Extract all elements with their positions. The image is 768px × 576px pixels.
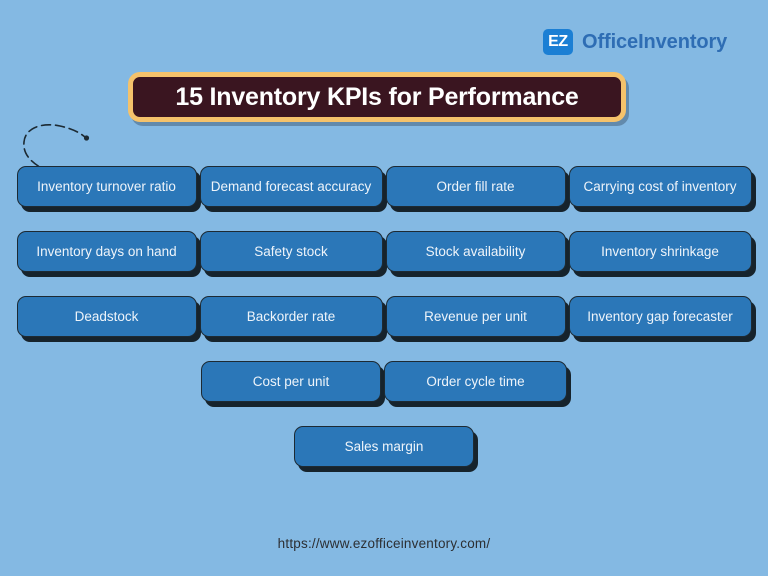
ez-logo-icon: EZ <box>543 29 573 55</box>
kpi-box-deadstock[interactable]: Deadstock <box>16 296 197 337</box>
kpi-grid: Inventory turnover ratio Demand forecast… <box>0 166 768 491</box>
kpi-box-inventory-shrinkage[interactable]: Inventory shrinkage <box>568 231 752 272</box>
kpi-box-stock-availability[interactable]: Stock availability <box>385 231 566 272</box>
kpi-box-cost-per-unit[interactable]: Cost per unit <box>201 361 381 402</box>
kpi-box-inventory-days-on-hand[interactable]: Inventory days on hand <box>16 231 197 272</box>
footer-url[interactable]: https://www.ezofficeinventory.com/ <box>277 536 491 551</box>
kpi-box-revenue-per-unit[interactable]: Revenue per unit <box>385 296 566 337</box>
kpi-box-inventory-turnover-ratio[interactable]: Inventory turnover ratio <box>16 166 197 207</box>
kpi-box-sales-margin[interactable]: Sales margin <box>294 426 474 467</box>
kpi-row-4: Cost per unit Order cycle time <box>0 361 768 402</box>
kpi-row-3: Deadstock Backorder rate Revenue per uni… <box>0 296 768 337</box>
kpi-row-1: Inventory turnover ratio Demand forecast… <box>0 166 768 207</box>
kpi-box-safety-stock[interactable]: Safety stock <box>199 231 383 272</box>
kpi-box-backorder-rate[interactable]: Backorder rate <box>199 296 383 337</box>
brand-logo: EZ OfficeInventory <box>543 29 727 55</box>
kpi-box-carrying-cost-of-inventory[interactable]: Carrying cost of inventory <box>568 166 752 207</box>
kpi-box-demand-forecast-accuracy[interactable]: Demand forecast accuracy <box>199 166 383 207</box>
kpi-box-order-cycle-time[interactable]: Order cycle time <box>384 361 567 402</box>
kpi-row-5: Sales margin <box>0 426 768 467</box>
title-banner: 15 Inventory KPIs for Performance <box>128 72 626 122</box>
page-title: 15 Inventory KPIs for Performance <box>175 82 579 111</box>
kpi-row-2: Inventory days on hand Safety stock Stoc… <box>0 231 768 272</box>
kpi-box-order-fill-rate[interactable]: Order fill rate <box>385 166 566 207</box>
brand-name: OfficeInventory <box>582 31 728 53</box>
kpi-box-inventory-gap-forecaster[interactable]: Inventory gap forecaster <box>568 296 752 337</box>
